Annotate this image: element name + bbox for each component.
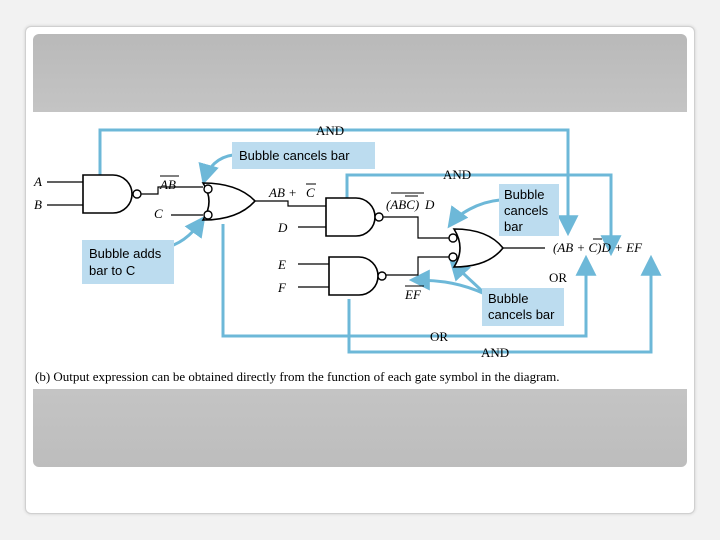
label-or-bottom: OR	[430, 329, 448, 344]
callout-top-text: Bubble cancels bar	[239, 148, 350, 163]
expr-ef-bar: EF	[404, 287, 422, 302]
bubble-gate4-output	[377, 271, 387, 281]
or-gate-5	[448, 228, 505, 268]
label-and-second: AND	[443, 167, 471, 182]
expr-output: (AB + C)D + EF	[553, 240, 643, 255]
slide-header-band	[33, 34, 687, 112]
or-gate-2	[201, 182, 257, 221]
input-label-c: C	[154, 206, 163, 221]
callout-bottom: Bubble cancels bar	[482, 288, 564, 326]
bubble-gate5-input-top	[448, 233, 458, 243]
callout-left: Bubble adds bar to C	[82, 240, 174, 284]
and-arrow-bottom	[347, 254, 662, 354]
callout-bottom-line2: cancels bar	[488, 307, 555, 322]
bubble-arrow-5	[408, 269, 486, 296]
bubble-gate2-input-c	[203, 210, 213, 220]
expr-ab-plus-left: AB +	[268, 185, 297, 200]
callout-right-line2: cancels	[504, 203, 549, 218]
callout-right: Bubble cancels bar	[499, 184, 559, 236]
input-label-a: A	[33, 174, 42, 189]
and-gate-1	[82, 174, 142, 214]
and-gate-3	[325, 197, 384, 237]
bubble-gate3-output	[374, 212, 384, 222]
label-or-right: OR	[549, 270, 567, 285]
callout-right-line3: bar	[504, 219, 523, 234]
bubble-gate5-input-bottom	[448, 252, 458, 262]
expr-abc-right: D	[424, 197, 435, 212]
and-arrow-second	[345, 173, 622, 257]
input-label-f: F	[277, 280, 287, 295]
or-arrow-bottom	[221, 224, 597, 338]
annotation-arrows	[98, 128, 662, 354]
input-label-e: E	[277, 257, 286, 272]
label-and-bottom: AND	[481, 345, 509, 360]
callout-top: Bubble cancels bar	[232, 142, 375, 169]
input-label-d: D	[277, 220, 288, 235]
logic-diagram: Bubble cancels bar Bubble adds bar to C …	[33, 123, 662, 384]
label-and-top: AND	[316, 123, 344, 138]
expr-ab-bar: AB	[159, 177, 176, 192]
wires	[47, 181, 545, 288]
input-label-b: B	[34, 197, 42, 212]
callout-right-line1: Bubble	[504, 187, 544, 202]
callout-left-line1: Bubble adds	[89, 246, 162, 261]
bubble-gate1-output	[132, 189, 142, 199]
expr-ab-plus-right: C	[306, 185, 315, 200]
bubble-gate2-input-a	[203, 184, 213, 194]
slide-footer-band	[33, 389, 687, 467]
callout-bottom-line1: Bubble	[488, 291, 528, 306]
bubble-arrow-1	[198, 153, 234, 186]
expr-abc-left: (ABC)	[386, 197, 419, 212]
bubble-arrow-3	[447, 198, 501, 229]
and-arrow-top	[98, 128, 579, 237]
figure-area: Bubble cancels bar Bubble adds bar to C …	[33, 112, 687, 389]
and-gate-4	[328, 256, 387, 296]
callout-left-line2: bar to C	[89, 263, 135, 278]
figure-caption: (b) Output expression can be obtained di…	[35, 369, 560, 384]
